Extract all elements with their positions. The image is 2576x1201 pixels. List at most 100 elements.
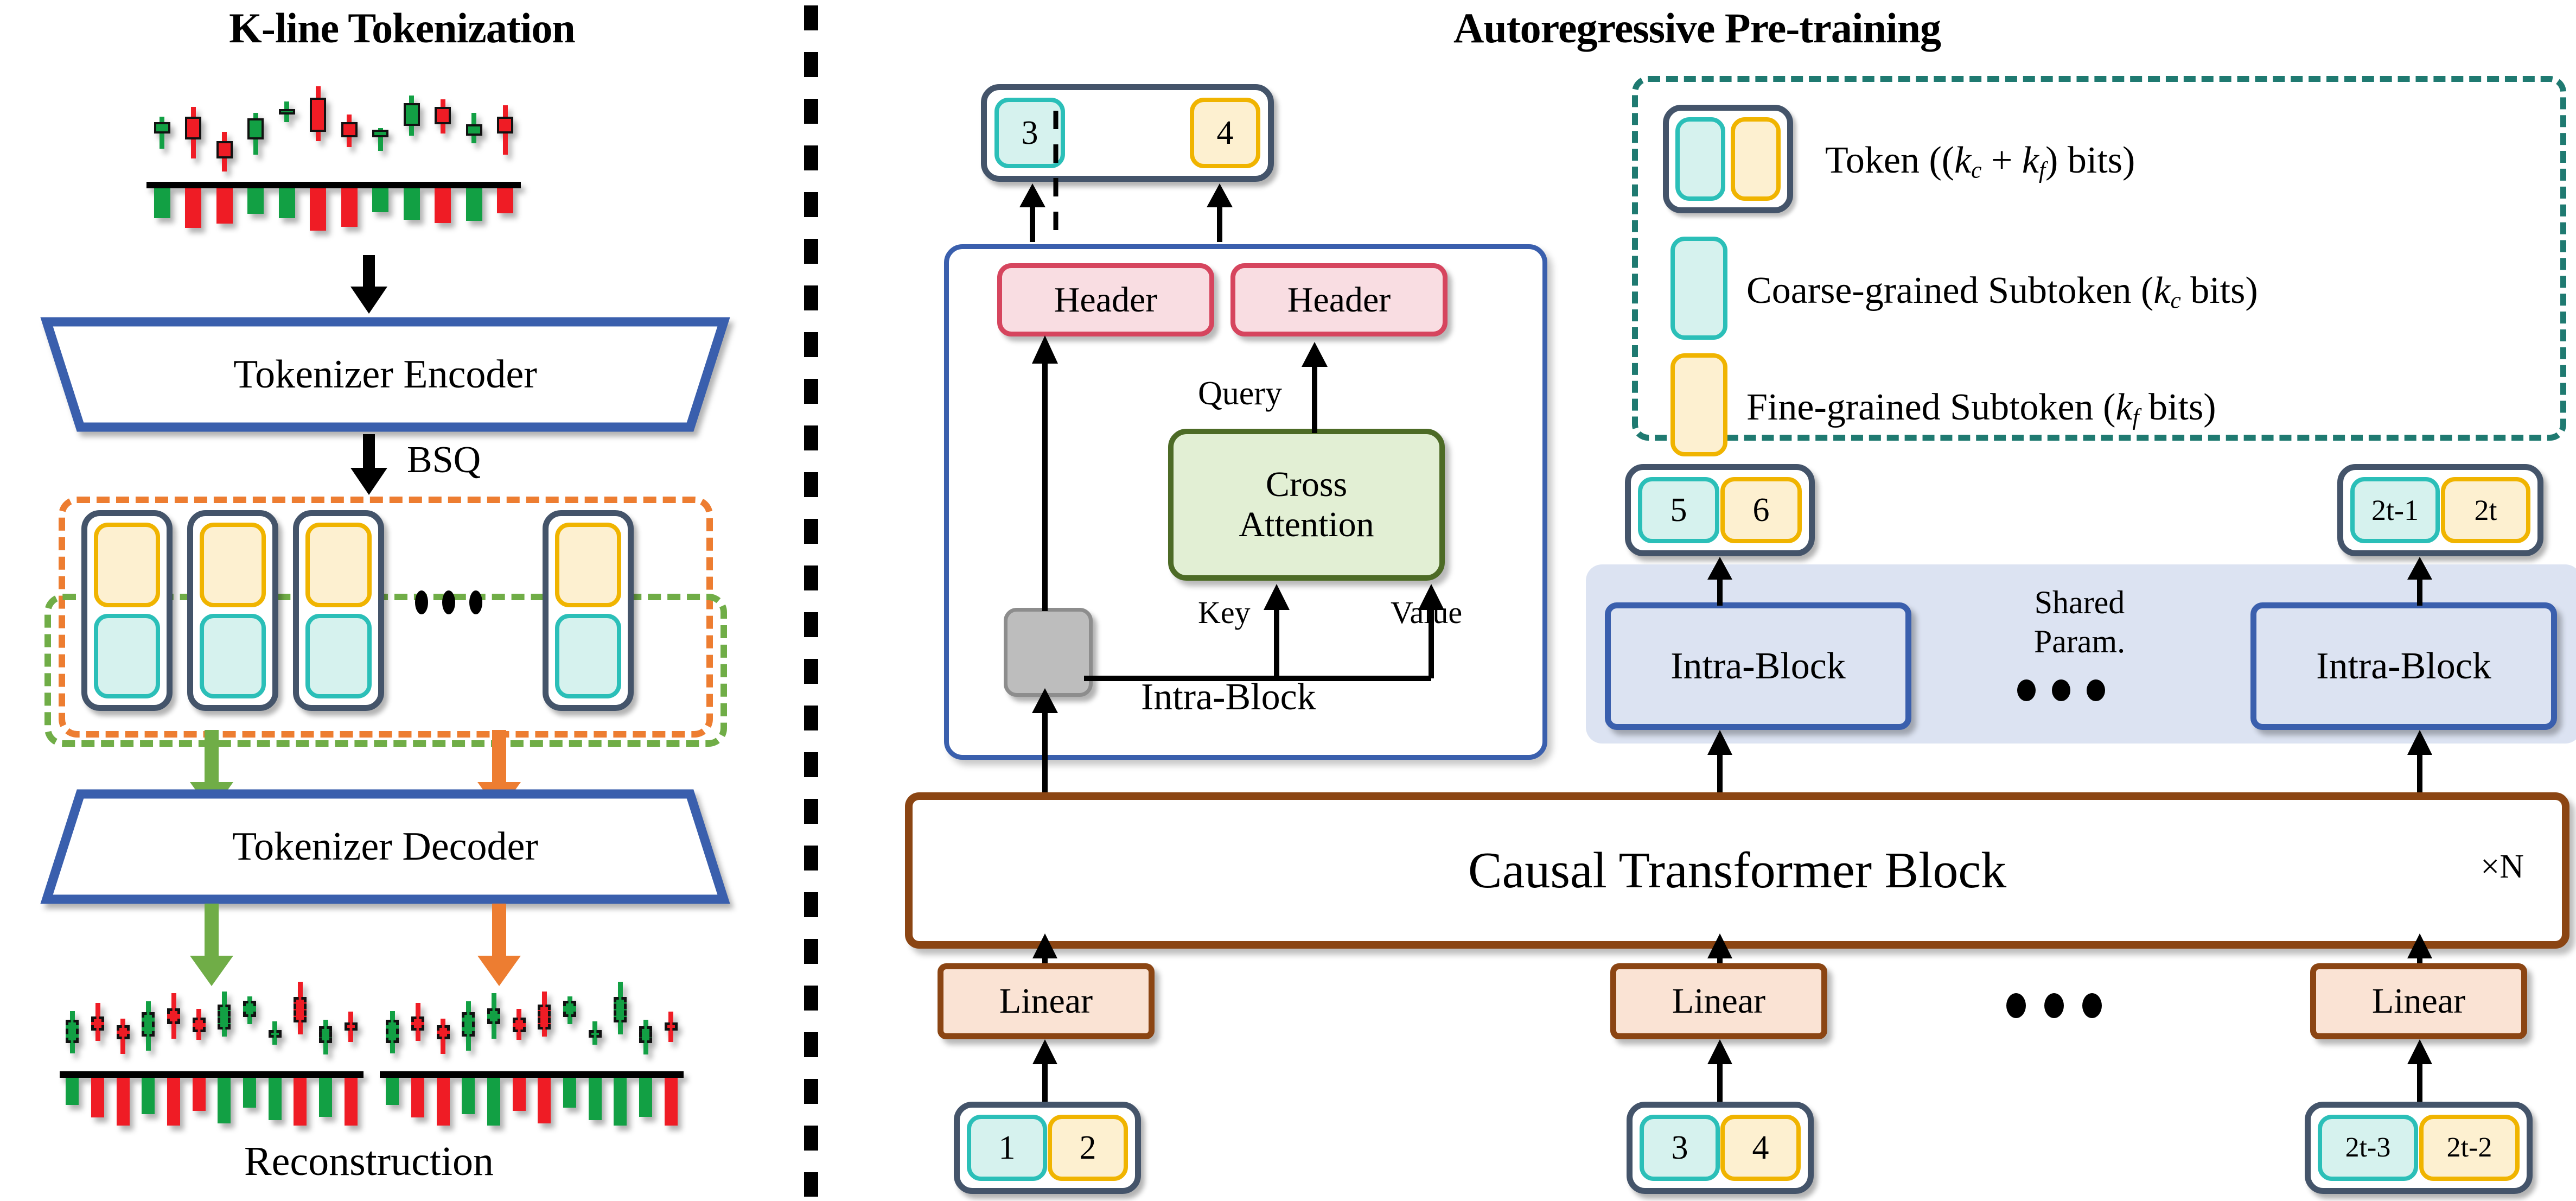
input-kline-chart xyxy=(146,71,521,250)
volume-bar xyxy=(466,186,482,221)
volume-bar xyxy=(386,1076,399,1105)
linear-box-3: Linear xyxy=(2310,963,2527,1039)
bsq-label: BSQ xyxy=(407,439,481,481)
causal-transformer-label: Causal Transformer Block xyxy=(1468,842,2007,899)
tokenizer-encoder-label: Tokenizer Encoder xyxy=(233,352,537,397)
token-ellipsis xyxy=(415,590,482,614)
candle-body xyxy=(341,122,358,138)
candle-body xyxy=(538,1005,551,1030)
candle-body xyxy=(310,97,327,132)
candle-body xyxy=(403,103,420,126)
fine-group-outline xyxy=(59,497,713,738)
causal-transformer-block: Causal Transformer Block ×N xyxy=(905,792,2569,949)
shared-param-ellipsis xyxy=(2017,679,2105,701)
candle-body xyxy=(218,1005,231,1030)
candle-body xyxy=(66,1020,79,1044)
legend-box: Token ((kc + kf) bits) Coarse-grained Su… xyxy=(1632,76,2566,456)
candle-body xyxy=(268,1030,282,1038)
volume-bar xyxy=(268,1076,282,1120)
input-token-3-fine: 2t-2 xyxy=(2419,1115,2520,1181)
tokenizer-decoder-label: Tokenizer Decoder xyxy=(232,824,538,869)
fine-subtoken xyxy=(94,523,160,607)
intra-block-detail-label: Intra-Block xyxy=(1141,676,1316,718)
input-token-3: 2t-3 2t-2 xyxy=(2305,1102,2533,1194)
volume-bar xyxy=(436,1076,450,1126)
candle-body xyxy=(462,1012,475,1037)
legend-token-fine xyxy=(1731,117,1781,201)
candle-body xyxy=(639,1026,653,1043)
cross-attention-box: Cross Attention xyxy=(1168,429,1445,581)
volume-bar xyxy=(142,1076,155,1114)
candle-body xyxy=(116,1025,130,1039)
token-column xyxy=(81,510,173,711)
chart-axis xyxy=(146,182,521,188)
shared-param-line2: Param. xyxy=(2033,623,2126,659)
volume-bar xyxy=(344,1076,358,1126)
volume-bar xyxy=(192,1076,206,1111)
volume-bar xyxy=(411,1076,425,1117)
token-column xyxy=(543,510,634,711)
volume-bar xyxy=(216,186,233,224)
candle-wick xyxy=(378,128,383,151)
mid-token-left-fine: 6 xyxy=(1720,477,1802,543)
left-panel: K-line Tokenization Tokenizer Encoder BS… xyxy=(0,0,804,1201)
arrow-input-to-encoder xyxy=(350,255,387,314)
fine-subtoken xyxy=(305,523,372,607)
candle-body xyxy=(167,1008,181,1024)
candle-body xyxy=(436,1025,450,1039)
input-token-2-fine: 4 xyxy=(1720,1115,1801,1181)
volume-bar xyxy=(588,1076,602,1120)
candle-body xyxy=(154,122,170,134)
cross-attention-line1: Cross xyxy=(1265,465,1348,505)
tokenizer-decoder-box: Tokenizer Decoder xyxy=(33,789,738,904)
input-token-1-fine: 2 xyxy=(1048,1115,1128,1181)
value-label: Value xyxy=(1391,595,1463,630)
candle-body xyxy=(278,109,295,115)
tokenizer-encoder-box: Tokenizer Encoder xyxy=(33,317,738,432)
candle-body xyxy=(614,996,627,1022)
fine-subtoken xyxy=(555,523,621,607)
legend-label-token: Token ((kc + kf) bits) xyxy=(1825,139,2135,183)
coarse-subtoken xyxy=(94,614,160,698)
volume-bar xyxy=(341,186,358,227)
volume-bar xyxy=(318,1076,333,1117)
legend-swatch-coarse xyxy=(1670,237,1727,340)
candle-body xyxy=(247,118,264,139)
volume-bar xyxy=(664,1076,678,1126)
reconstruction-label: Reconstruction xyxy=(244,1138,494,1184)
candle-body xyxy=(512,1018,526,1033)
volume-bar xyxy=(116,1076,130,1126)
reconstruction-chart-a xyxy=(60,977,364,1129)
candle-body xyxy=(487,1008,501,1024)
mid-token-left: 5 6 xyxy=(1625,464,1815,556)
volume-bar xyxy=(91,1076,105,1117)
right-panel-title: Autoregressive Pre-training xyxy=(1453,4,1941,52)
volume-bar xyxy=(487,1076,501,1126)
candle-body xyxy=(664,1022,678,1031)
key-label: Key xyxy=(1198,595,1251,630)
right-panel: Autoregressive Pre-training 3 4 Header H… xyxy=(818,0,2576,1201)
volume-bar xyxy=(462,1076,475,1114)
volume-bar xyxy=(167,1076,181,1126)
candle-body xyxy=(294,996,307,1022)
panel-divider xyxy=(804,5,818,1197)
volume-bar xyxy=(154,186,170,218)
volume-bar xyxy=(563,1076,577,1108)
arrow-token1-to-linear xyxy=(1032,1039,1057,1103)
volume-bar xyxy=(372,186,389,212)
intra-block-left: Intra-Block xyxy=(1605,602,1911,730)
mid-token-right-coarse: 2t-1 xyxy=(2350,477,2440,543)
volume-bar xyxy=(247,186,264,214)
linear-box-1: Linear xyxy=(938,963,1155,1039)
legend-token-coarse xyxy=(1675,117,1725,201)
input-token-1-coarse: 1 xyxy=(967,1115,1047,1181)
candle-body xyxy=(91,1016,105,1031)
input-token-3-coarse: 2t-3 xyxy=(2318,1115,2418,1181)
candle-body xyxy=(588,1030,602,1038)
input-token-1: 1 2 xyxy=(954,1102,1141,1194)
legend-label-fine: Fine-grained Subtoken (kf bits) xyxy=(1746,386,2216,430)
volume-bar xyxy=(278,186,295,218)
intra-block-right: Intra-Block xyxy=(2250,602,2557,730)
volume-bar xyxy=(185,186,202,228)
candle-body xyxy=(185,116,202,139)
